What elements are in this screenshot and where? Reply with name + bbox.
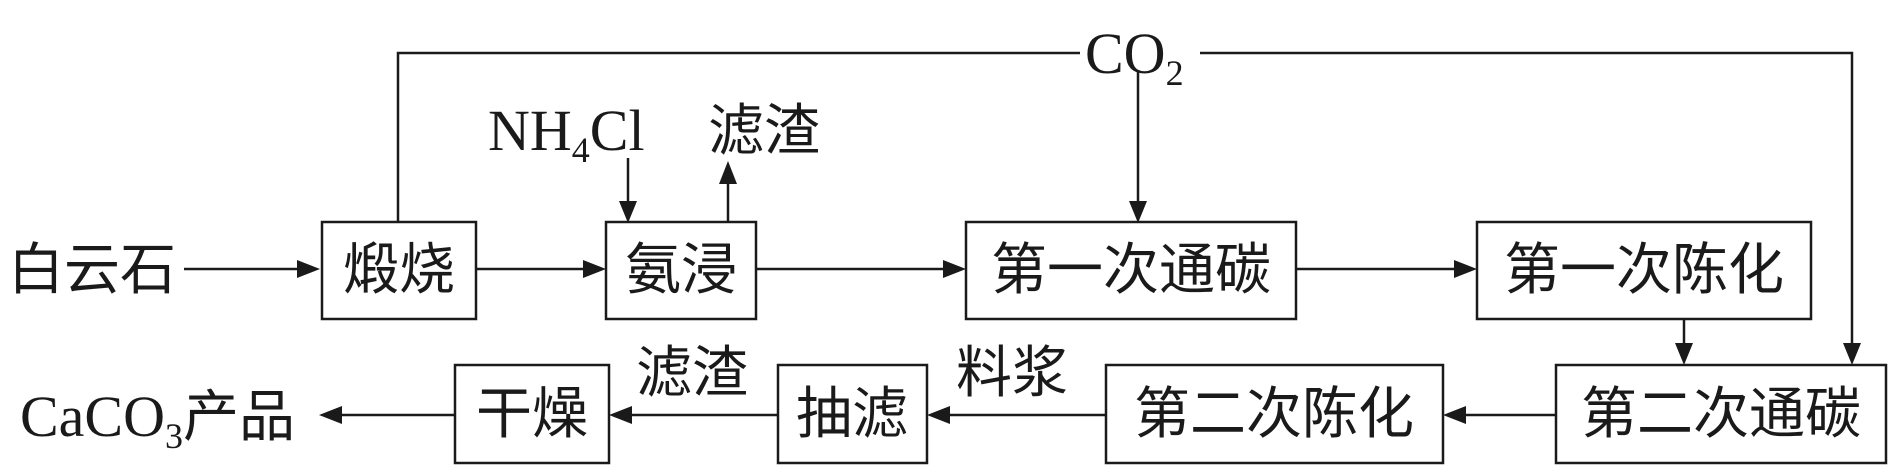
arrow-second-aging-to-filter <box>927 406 950 424</box>
nh4cl-label-subscript: 4 <box>572 130 590 170</box>
arrow-filter-to-dry <box>609 406 632 424</box>
co2-label-subscript: 2 <box>1166 53 1184 93</box>
step-dry-label: 干燥 <box>476 382 588 447</box>
co2-label: CO2 <box>1085 21 1184 93</box>
arrow-input-to-calcine <box>297 260 320 278</box>
arrow-first-aging-to-second-carbonation <box>1675 343 1693 365</box>
step-calcine-label: 煅烧 <box>343 238 455 303</box>
product-label-a: CaCO <box>20 384 165 449</box>
arrow-co2-to-first-carbonation <box>1129 201 1147 223</box>
residue-bottom-label: 滤渣 <box>636 341 748 406</box>
step-second-carbonation-label: 第二次通碳 <box>1581 382 1861 447</box>
step-first-aging-label: 第一次陈化 <box>1504 238 1784 303</box>
step-ammonia-leach: 氨浸 <box>604 220 758 321</box>
step-second-aging: 第二次陈化 <box>1104 363 1445 465</box>
step-suction-filter-label: 抽滤 <box>796 382 908 447</box>
step-dry: 干燥 <box>453 363 611 465</box>
arrow-first-carbonation-to-first-aging <box>1454 260 1477 278</box>
step-suction-filter: 抽滤 <box>776 363 929 465</box>
arrow-co2-to-second-carbonation <box>1843 343 1861 365</box>
step-second-carbonation: 第二次通碳 <box>1554 363 1888 465</box>
arrow-calcine-to-leach <box>583 260 606 278</box>
co2-label-base: CO <box>1085 21 1166 86</box>
arrow-dry-to-product <box>319 406 342 424</box>
nh4cl-label-a: NH <box>488 98 572 163</box>
arrow-second-carbonation-to-second-aging <box>1443 406 1466 424</box>
step-first-aging: 第一次陈化 <box>1475 220 1813 321</box>
nh4cl-label-b: Cl <box>590 98 645 163</box>
nh4cl-label: NH4Cl <box>488 98 645 170</box>
input-dolomite-label: 白云石 <box>8 238 176 303</box>
product-label-subscript: 3 <box>165 416 183 456</box>
step-second-aging-label: 第二次陈化 <box>1134 382 1414 447</box>
step-first-carbonation: 第一次通碳 <box>964 220 1298 321</box>
product-label-b: 产品 <box>183 385 295 450</box>
co2-recycle-line-right <box>1200 51 1854 347</box>
co2-recycle-line-left <box>396 51 1080 222</box>
arrow-nh4cl-to-leach <box>619 201 637 223</box>
residue-top-label: 滤渣 <box>708 99 820 164</box>
step-ammonia-leach-label: 氨浸 <box>625 238 737 303</box>
arrow-leach-to-residue <box>719 161 737 184</box>
arrow-leach-to-first-carbonation <box>943 260 966 278</box>
product-label: CaCO3产品 <box>20 384 295 456</box>
slurry-label: 料浆 <box>956 341 1068 406</box>
step-first-carbonation-label: 第一次通碳 <box>991 238 1271 303</box>
step-calcine: 煅烧 <box>320 220 478 321</box>
